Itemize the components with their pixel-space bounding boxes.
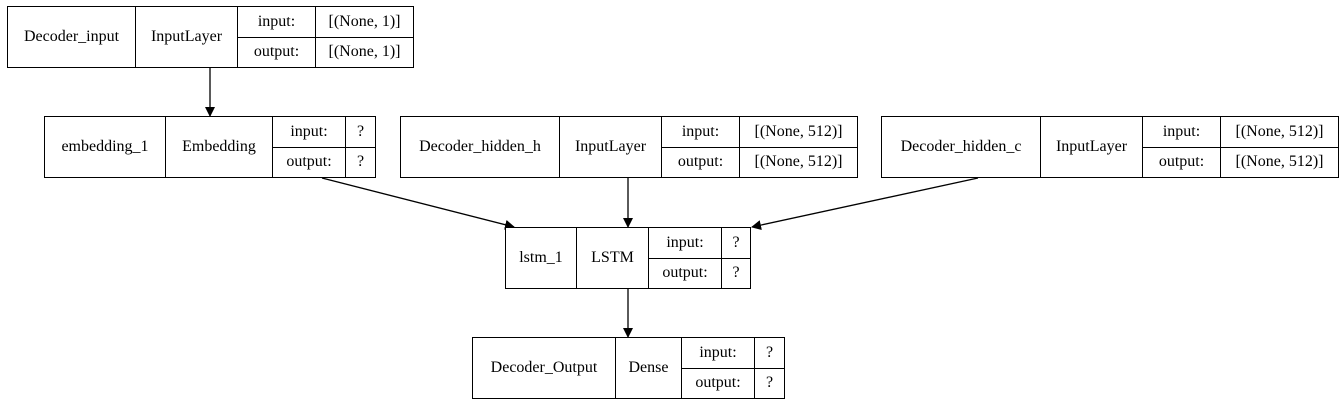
layer-type: InputLayer bbox=[136, 7, 238, 67]
input-label: input: bbox=[273, 117, 345, 148]
input-label: input: bbox=[682, 338, 754, 369]
io-labels: input: output: bbox=[1143, 117, 1221, 177]
edge-embedding_1-to-lstm_1 bbox=[321, 177, 515, 230]
input-label: input: bbox=[1143, 117, 1220, 148]
input-label: input: bbox=[649, 228, 721, 259]
output-label: output: bbox=[695, 374, 741, 392]
node-embedding-1[interactable]: embedding_1 Embedding input: output: ? ? bbox=[44, 116, 376, 178]
output-label: output: bbox=[662, 264, 708, 282]
input-shape: ? bbox=[755, 338, 784, 369]
io-values: [(None, 512)] [(None, 512)] bbox=[1221, 117, 1338, 177]
io-labels: input: output: bbox=[662, 117, 740, 177]
output-shape: ? bbox=[765, 374, 774, 392]
node-decoder-hidden-c[interactable]: Decoder_hidden_c InputLayer input: outpu… bbox=[881, 116, 1339, 178]
input-shape: [(None, 512)] bbox=[740, 117, 857, 148]
layer-type: LSTM bbox=[577, 228, 649, 288]
input-shape: ? bbox=[346, 117, 375, 148]
layer-name: Decoder_input bbox=[8, 7, 136, 67]
input-shape: ? bbox=[722, 228, 750, 259]
io-values: ? ? bbox=[722, 228, 750, 288]
io-values: ? ? bbox=[346, 117, 375, 177]
output-label: output: bbox=[677, 153, 724, 171]
layer-name: embedding_1 bbox=[45, 117, 166, 177]
io-values: ? ? bbox=[755, 338, 784, 398]
input-shape: [(None, 512)] bbox=[1221, 117, 1338, 148]
layer-name: Decoder_hidden_h bbox=[401, 117, 560, 177]
node-decoder-input[interactable]: Decoder_input InputLayer input: output: … bbox=[7, 6, 414, 68]
layer-type: Dense bbox=[616, 338, 682, 398]
output-label: output: bbox=[1158, 153, 1205, 171]
layer-name: Decoder_Output bbox=[473, 338, 616, 398]
io-labels: input: output: bbox=[273, 117, 346, 177]
layer-name: Decoder_hidden_c bbox=[882, 117, 1041, 177]
output-shape: ? bbox=[732, 264, 740, 282]
output-label: output: bbox=[286, 153, 332, 171]
output-shape: ? bbox=[356, 153, 365, 171]
input-shape: [(None, 1)] bbox=[316, 7, 413, 38]
output-label: output: bbox=[253, 43, 300, 61]
edge-Decoder_hidden_c-to-lstm_1 bbox=[751, 177, 979, 230]
io-labels: input: output: bbox=[238, 7, 316, 67]
output-shape: [(None, 1)] bbox=[328, 43, 401, 61]
input-label: input: bbox=[662, 117, 739, 148]
io-labels: input: output: bbox=[649, 228, 722, 288]
node-decoder-output[interactable]: Decoder_Output Dense input: output: ? ? bbox=[472, 337, 785, 399]
output-shape: [(None, 512)] bbox=[1235, 153, 1324, 171]
node-decoder-hidden-h[interactable]: Decoder_hidden_h InputLayer input: outpu… bbox=[400, 116, 858, 178]
node-lstm-1[interactable]: lstm_1 LSTM input: output: ? ? bbox=[505, 227, 751, 289]
output-shape: [(None, 512)] bbox=[754, 153, 843, 171]
layer-type: InputLayer bbox=[1041, 117, 1143, 177]
io-values: [(None, 1)] [(None, 1)] bbox=[316, 7, 413, 67]
input-label: input: bbox=[238, 7, 315, 38]
layer-name: lstm_1 bbox=[506, 228, 577, 288]
layer-type: InputLayer bbox=[560, 117, 662, 177]
layer-type: Embedding bbox=[166, 117, 273, 177]
io-values: [(None, 512)] [(None, 512)] bbox=[740, 117, 857, 177]
io-labels: input: output: bbox=[682, 338, 755, 398]
